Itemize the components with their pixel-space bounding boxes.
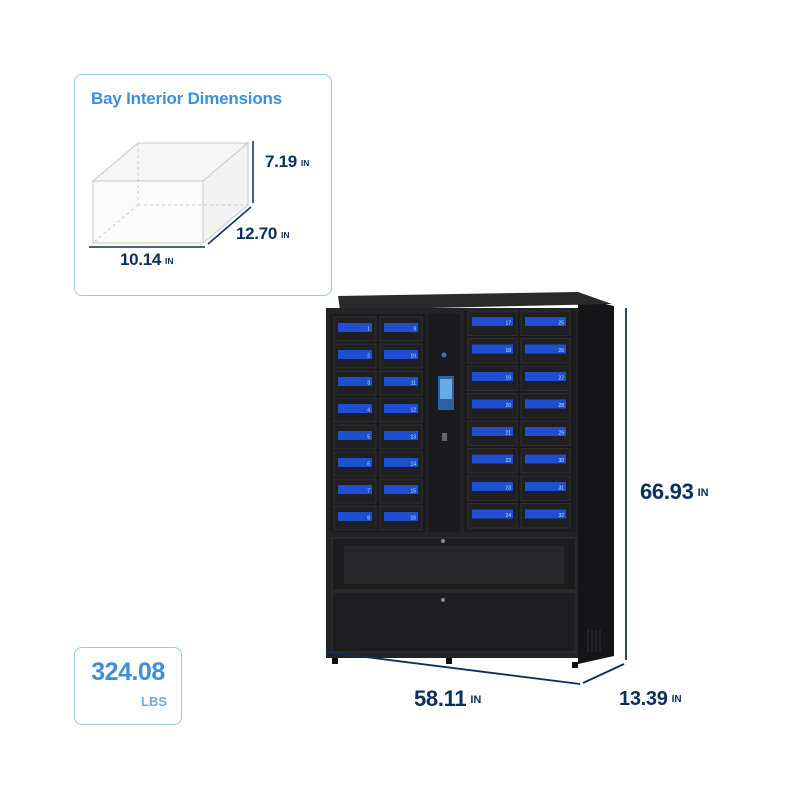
locker-bay-number: 26 [558, 348, 564, 354]
locker-door-panel [384, 323, 418, 332]
locker-door-panel [525, 317, 566, 326]
locker-door-panel [472, 317, 513, 326]
locker-door-panel [338, 458, 372, 467]
locker-bay-number: 30 [558, 458, 564, 464]
locker-door-panel [338, 404, 372, 413]
locker-door-panel [472, 399, 513, 409]
locker-bay-number: 19 [505, 376, 511, 382]
locker-bay-number: 27 [558, 376, 564, 382]
bay-depth-unit: IN [281, 229, 290, 240]
locker-door-panel [384, 377, 418, 386]
locker-door-panel [525, 399, 566, 409]
cabinet-width-unit: IN [470, 694, 482, 707]
locker-door-panel [384, 458, 418, 467]
locker-door-panel [525, 372, 566, 381]
locker-door-panel [384, 485, 418, 494]
locker-door-panel [338, 377, 372, 386]
cabinet-height-value: 66.93 [640, 479, 694, 504]
weight-card: 324.08 LBS [74, 647, 182, 725]
locker-door-panel [472, 372, 513, 381]
locker-bay-number: 21 [505, 431, 511, 437]
locker-bay-number: 17 [505, 321, 511, 327]
locker-door-panel [472, 482, 513, 491]
locker-bay-number: 32 [558, 513, 564, 519]
locker-door-panel [525, 454, 566, 464]
locker-bay-number: 10 [410, 354, 416, 360]
locker-door-panel [338, 431, 372, 440]
locker-bay-number: 12 [410, 408, 416, 414]
weight-unit: LBS [141, 694, 167, 709]
locker-bay-number: 31 [558, 486, 564, 492]
locker-bay-number: 29 [558, 431, 564, 437]
bay-interior-title: Bay Interior Dimensions [91, 89, 282, 108]
bay-box-diagram [89, 141, 254, 248]
locker-bay-number: 4 [367, 408, 370, 414]
locker-bay-number: 13 [410, 435, 416, 441]
locker-door-panel [472, 509, 513, 519]
bay-interior-card: Bay Interior Dimensions [74, 74, 332, 296]
cabinet-height-unit: IN [697, 487, 709, 500]
locker-bay-number: 24 [505, 513, 511, 519]
locker-door-panel [525, 482, 566, 491]
locker-door-panel [525, 509, 566, 519]
locker-bay-number: 1 [367, 327, 370, 333]
locker-bay-number: 25 [558, 321, 564, 327]
bay-depth-value: 12.70 [236, 224, 278, 243]
bay-height-unit: IN [300, 157, 310, 168]
locker-door-panel [338, 485, 372, 494]
weight-value: 324.08 [91, 658, 165, 686]
locker-bay-number: 7 [367, 489, 370, 495]
locker-door-panel [338, 323, 372, 332]
locker-door-panel [472, 344, 513, 354]
locker-bay-number: 20 [505, 403, 511, 409]
locker-door-panel [525, 427, 566, 436]
bay-width-unit: IN [165, 255, 174, 266]
locker-door-panel [384, 431, 418, 440]
bay-width-value: 10.14 [120, 250, 162, 269]
locker-bay-number: 16 [410, 516, 416, 522]
locker-door-panel [338, 512, 372, 521]
locker-bay-number: 22 [505, 458, 511, 464]
locker-door-panel [472, 427, 513, 436]
cabinet-depth-unit: IN [671, 694, 682, 706]
locker-bay-number: 18 [505, 348, 511, 354]
locker-bay-number: 11 [411, 381, 416, 387]
locker-door-panel [384, 512, 418, 521]
locker-door-panel [472, 454, 513, 464]
locker-bay-number: 15 [410, 489, 416, 495]
cabinet-dimension-lines [325, 308, 627, 685]
locker-bay-number: 3 [367, 381, 370, 387]
locker-door-panel [384, 404, 418, 413]
locker-bay-number: 6 [367, 462, 370, 468]
locker-bay-number: 5 [367, 435, 370, 441]
cabinet-depth-value: 13.39 [619, 688, 668, 710]
locker-bay-number: 14 [410, 462, 416, 468]
locker-bay-number: 8 [367, 516, 370, 522]
locker-door-panel [384, 350, 418, 359]
locker-bay-number: 28 [558, 403, 564, 409]
cabinet-width-value: 58.11 [414, 686, 467, 711]
cabinet-top [338, 292, 612, 310]
locker-door-panel [525, 344, 566, 354]
locker-bay-number: 2 [367, 354, 370, 360]
locker-bay-number: 9 [413, 327, 416, 333]
bay-height-value: 7.19 [265, 152, 297, 171]
locker-bay-number: 23 [505, 486, 511, 492]
cabinet-side [578, 298, 614, 664]
locker-door-panel [338, 350, 372, 359]
